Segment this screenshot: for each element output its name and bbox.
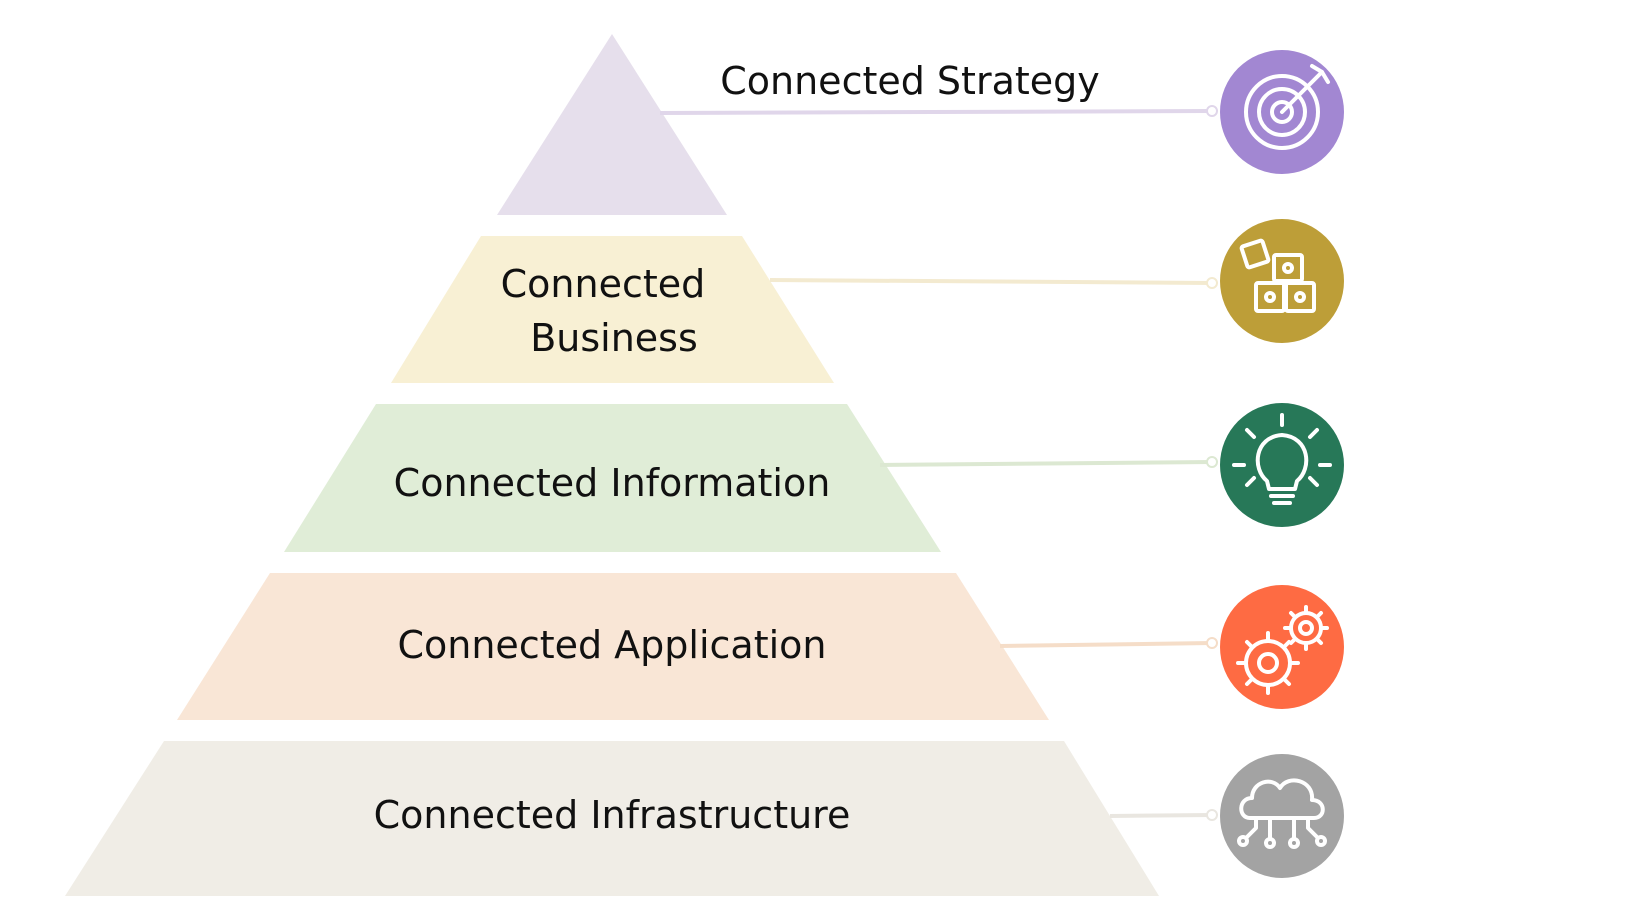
lightbulb-icon bbox=[1220, 403, 1344, 527]
connector-dot-information bbox=[1206, 456, 1218, 468]
gears-icon bbox=[1220, 585, 1344, 709]
puzzle-icon bbox=[1220, 219, 1344, 343]
tier-information: Connected Information bbox=[284, 403, 1344, 552]
connector-dot-application bbox=[1206, 637, 1218, 649]
connector-line-business bbox=[769, 278, 1213, 285]
connector-dot-strategy bbox=[1206, 105, 1218, 117]
connector-line-information bbox=[879, 460, 1213, 467]
tier-label-strategy: Connected Strategy bbox=[720, 59, 1100, 103]
tier-shape-strategy bbox=[497, 34, 727, 215]
tier-label-business: Connected Business bbox=[501, 262, 718, 360]
tier-shape-application bbox=[177, 573, 1049, 720]
tier-shape-information bbox=[284, 404, 941, 552]
tier-label-application: Connected Application bbox=[397, 623, 826, 667]
connector-line-strategy bbox=[659, 109, 1213, 115]
tier-business: Connected Business bbox=[391, 219, 1344, 383]
tier-label-information: Connected Information bbox=[394, 461, 831, 505]
tier-strategy: Connected Strategy bbox=[497, 34, 1344, 215]
connector-line-infrastructure bbox=[1109, 813, 1213, 818]
tier-shape-infrastructure bbox=[65, 741, 1159, 896]
connector-dot-infrastructure bbox=[1206, 809, 1218, 821]
tier-application: Connected Application bbox=[177, 573, 1344, 720]
cloud-network-icon bbox=[1220, 754, 1344, 878]
tier-shape-business bbox=[391, 236, 834, 383]
tier-label-infrastructure: Connected Infrastructure bbox=[374, 793, 851, 837]
connector-line-application bbox=[999, 641, 1213, 648]
connector-dot-business bbox=[1206, 277, 1218, 289]
target-icon bbox=[1220, 50, 1344, 174]
tier-infrastructure: Connected Infrastructure bbox=[65, 741, 1344, 896]
